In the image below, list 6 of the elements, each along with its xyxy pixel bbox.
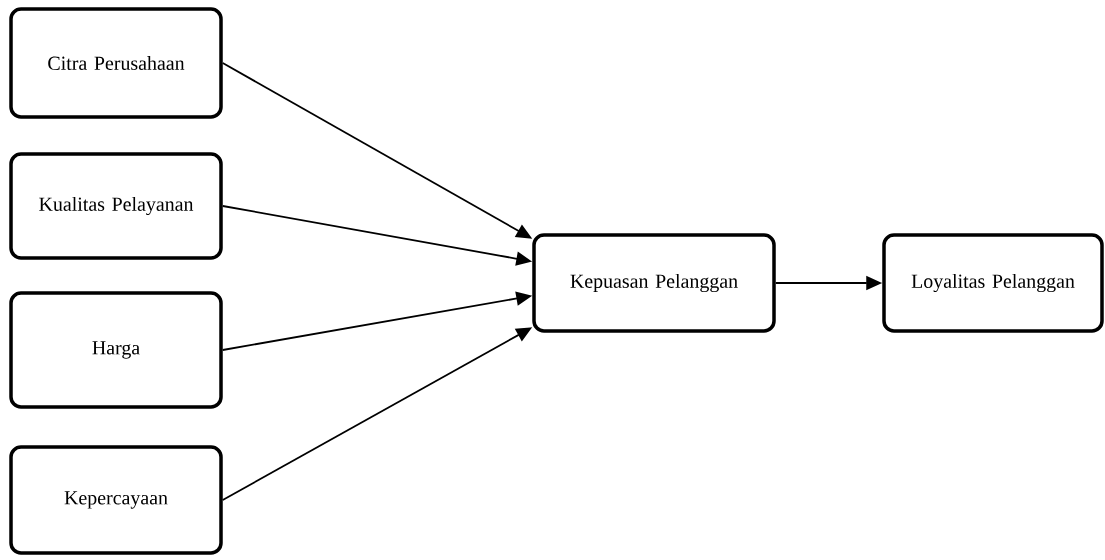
process-box: Kepuasan Pelanggan xyxy=(532,233,776,333)
process-box: Harga xyxy=(9,291,223,409)
process-box: Loyalitas Pelanggan xyxy=(882,233,1104,333)
process-box: Citra Perusahaan xyxy=(9,7,223,119)
process-box: Kualitas Pelayanan xyxy=(9,152,223,260)
process-box: Kepercayaan xyxy=(9,445,223,555)
